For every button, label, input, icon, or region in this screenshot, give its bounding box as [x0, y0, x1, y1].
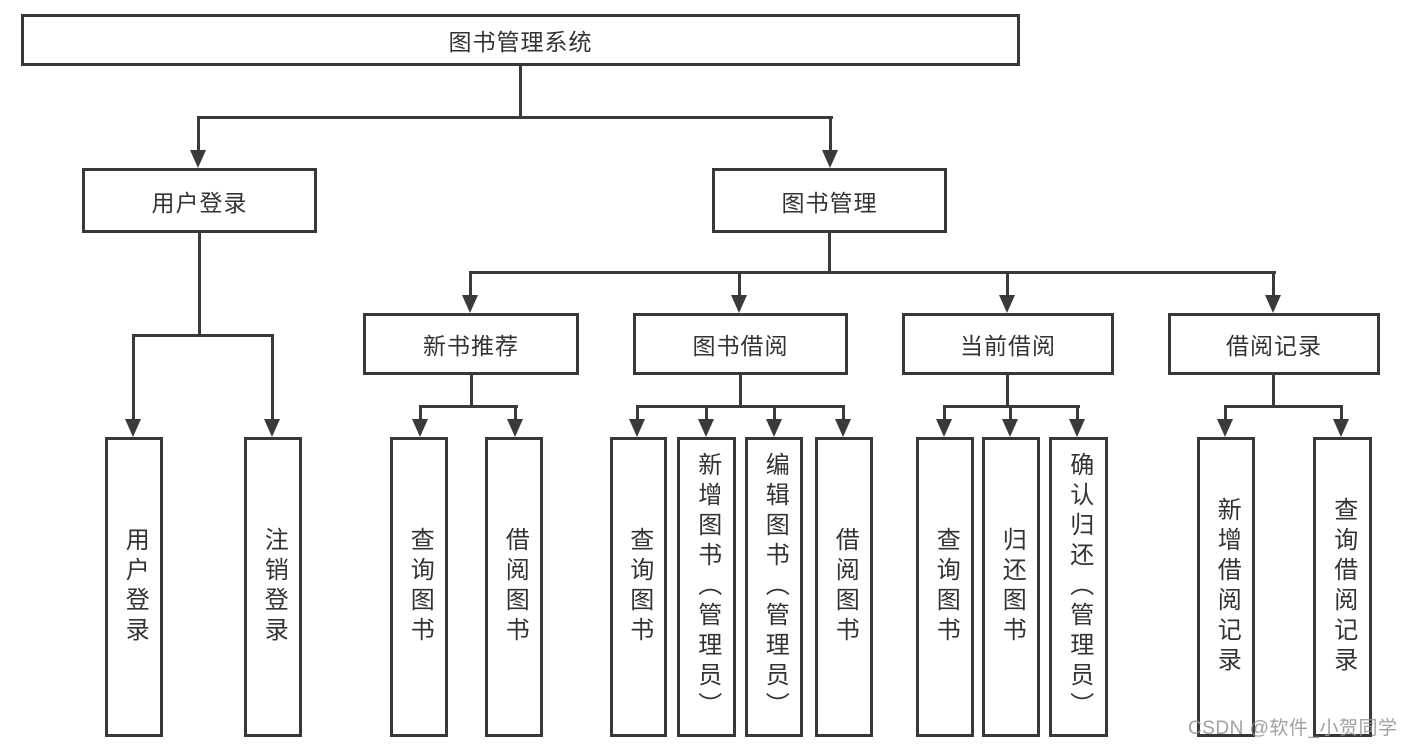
connector-line: [1272, 271, 1275, 299]
node-leaf-query-books-recommend: 查询图书: [390, 437, 448, 737]
node-root: 图书管理系统: [21, 14, 1020, 66]
connector-line: [636, 405, 639, 421]
connector-line: [469, 271, 472, 299]
connector-line: [943, 405, 946, 421]
node-user-login-label: 用户登录: [151, 189, 248, 216]
connector-line: [829, 116, 832, 152]
connector-line: [1340, 405, 1343, 421]
node-borrowing-records-label: 借阅记录: [1226, 333, 1322, 359]
node-book-management: 图书管理: [712, 168, 947, 233]
node-leaf-return-books-label: 归还图书: [998, 527, 1026, 647]
node-leaf-user-login: 用户登录: [105, 437, 163, 737]
connector-line: [636, 405, 845, 408]
connector-line: [1224, 405, 1227, 421]
arrowhead-down-icon: [1333, 419, 1349, 437]
node-book-borrowing: 图书借阅: [633, 313, 848, 375]
connector-line: [419, 405, 518, 408]
connector-line: [1076, 405, 1079, 421]
node-book-management-label: 图书管理: [781, 189, 878, 216]
connector-line: [1006, 373, 1009, 408]
node-leaf-logout: 注销登录: [244, 437, 302, 737]
arrowhead-down-icon: [999, 295, 1015, 313]
node-leaf-edit-books-admin-label: 编辑图书（管理员）: [761, 452, 789, 722]
node-leaf-borrow-books-recommend-label: 借阅图书: [501, 527, 529, 647]
arrowhead-down-icon: [835, 419, 851, 437]
node-current-borrowing-label: 当前借阅: [960, 333, 1056, 359]
arrowhead-down-icon: [766, 419, 782, 437]
arrowhead-down-icon: [731, 295, 747, 313]
arrowhead-down-icon: [264, 419, 280, 437]
arrowhead-down-icon: [629, 419, 645, 437]
arrowhead-down-icon: [936, 419, 952, 437]
csdn-watermark: CSDN @软件_小贺同学: [1188, 718, 1398, 739]
node-leaf-user-login-label: 用户登录: [121, 527, 149, 647]
node-leaf-logout-label: 注销登录: [260, 527, 288, 647]
arrowhead-down-icon: [462, 295, 478, 313]
connector-line: [132, 334, 135, 420]
connector-line: [705, 405, 708, 421]
node-leaf-add-borrow-record-label: 新增借阅记录: [1213, 497, 1241, 677]
node-leaf-add-borrow-record: 新增借阅记录: [1197, 437, 1255, 737]
connector-line: [469, 271, 1276, 274]
node-leaf-query-books-current: 查询图书: [916, 437, 974, 737]
node-leaf-add-books-admin: 新增图书（管理员）: [677, 437, 736, 737]
node-new-book-recommend-label: 新书推荐: [423, 333, 519, 359]
connector-line: [198, 231, 201, 337]
node-leaf-borrow-books-recommend: 借阅图书: [485, 437, 543, 737]
node-book-borrowing-label: 图书借阅: [692, 333, 789, 359]
arrowhead-down-icon: [507, 419, 523, 437]
arrowhead-down-icon: [1217, 419, 1233, 437]
connector-line: [773, 405, 776, 421]
node-leaf-add-books-admin-label: 新增图书（管理员）: [693, 452, 721, 722]
node-leaf-borrow-books-borrowing: 借阅图书: [815, 437, 873, 737]
arrowhead-down-icon: [822, 150, 838, 168]
connector-line: [514, 405, 517, 421]
node-leaf-query-borrow-record: 查询借阅记录: [1313, 437, 1372, 737]
arrowhead-down-icon: [698, 419, 714, 437]
node-leaf-confirm-return-admin: 确认归还（管理员）: [1049, 437, 1108, 737]
connector-line: [1272, 373, 1275, 408]
node-leaf-borrow-books-borrowing-label: 借阅图书: [831, 527, 859, 647]
node-leaf-confirm-return-admin-label: 确认归还（管理员）: [1065, 452, 1093, 722]
node-user-login: 用户登录: [82, 168, 317, 233]
node-new-book-recommend: 新书推荐: [363, 313, 579, 375]
connector-line: [842, 405, 845, 421]
node-leaf-query-books-recommend-label: 查询图书: [406, 527, 434, 647]
node-borrowing-records: 借阅记录: [1168, 313, 1380, 375]
node-root-label: 图书管理系统: [448, 29, 593, 55]
arrowhead-down-icon: [1265, 295, 1281, 313]
node-leaf-query-books-borrowing: 查询图书: [610, 437, 667, 737]
arrowhead-down-icon: [412, 419, 428, 437]
node-leaf-edit-books-admin: 编辑图书（管理员）: [745, 437, 803, 737]
connector-line: [1009, 405, 1012, 421]
node-leaf-query-books-current-label: 查询图书: [932, 527, 960, 647]
connector-line: [739, 373, 742, 408]
node-leaf-query-borrow-record-label: 查询借阅记录: [1329, 497, 1357, 677]
node-current-borrowing: 当前借阅: [902, 313, 1114, 375]
connector-line: [132, 334, 274, 337]
connector-line: [1224, 405, 1343, 408]
arrowhead-down-icon: [1069, 419, 1085, 437]
connector-line: [470, 373, 473, 408]
connector-line: [197, 116, 833, 119]
connector-line: [197, 116, 200, 152]
connector-line: [828, 231, 831, 274]
node-leaf-query-books-borrowing-label: 查询图书: [625, 527, 653, 647]
connector-line: [1006, 271, 1009, 299]
connector-line: [271, 334, 274, 420]
arrowhead-down-icon: [125, 419, 141, 437]
arrowhead-down-icon: [190, 150, 206, 168]
connector-line: [738, 271, 741, 299]
arrowhead-down-icon: [1002, 419, 1018, 437]
node-leaf-return-books: 归还图书: [982, 437, 1040, 737]
connector-line: [419, 405, 422, 421]
connector-line: [519, 64, 522, 118]
